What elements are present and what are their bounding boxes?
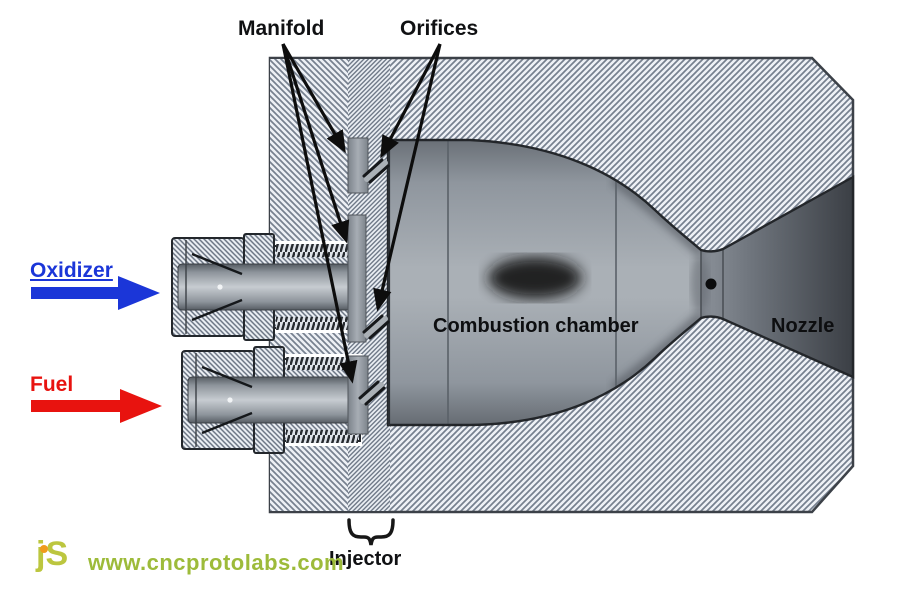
manifold-arrow-1 <box>281 43 346 154</box>
combustion-chamber-label: Combustion chamber <box>433 315 639 337</box>
orifice-top <box>362 158 390 184</box>
tube-highlight-dot <box>217 284 223 290</box>
injector-brace <box>347 518 395 546</box>
orifices-label: Orifices <box>400 17 479 40</box>
watermark-logo: jS <box>36 535 69 573</box>
combustion-zone-shadow <box>488 257 582 299</box>
fuel-fitting <box>180 345 370 455</box>
manifold-arrow-2 <box>281 43 350 244</box>
annotation-arrows <box>281 43 442 384</box>
watermark-url: www.cncprotolabs.com <box>88 550 345 575</box>
fuel-label: Fuel <box>30 373 74 396</box>
orifice-bottom <box>358 380 386 406</box>
thread-top <box>276 244 348 257</box>
manifold-arrow-3 <box>281 43 358 384</box>
thread-bottom <box>276 317 348 330</box>
manifold-label: Manifold <box>238 17 325 40</box>
oxidizer-label: Oxidizer <box>30 259 113 282</box>
manifold-slots <box>347 137 369 435</box>
watermark-logo-dot-icon <box>40 545 48 553</box>
orifice-middle <box>362 314 390 340</box>
manifold-slot-top <box>347 137 369 194</box>
chamber-cavity <box>386 138 855 427</box>
fuel-flow-arrow <box>31 389 162 423</box>
orifices-arrow-2 <box>373 43 442 312</box>
oxidizer-fitting <box>171 233 359 341</box>
throat-dot <box>705 278 717 290</box>
ferrule-lines <box>191 252 243 322</box>
orifice-marks <box>358 158 390 406</box>
oxidizer-flow-arrow <box>31 276 160 310</box>
orifices-arrow-1 <box>380 43 442 159</box>
injector-label: Injector <box>329 548 402 570</box>
nozzle-label: Nozzle <box>771 315 835 337</box>
manifold-slot-middle <box>347 214 367 343</box>
